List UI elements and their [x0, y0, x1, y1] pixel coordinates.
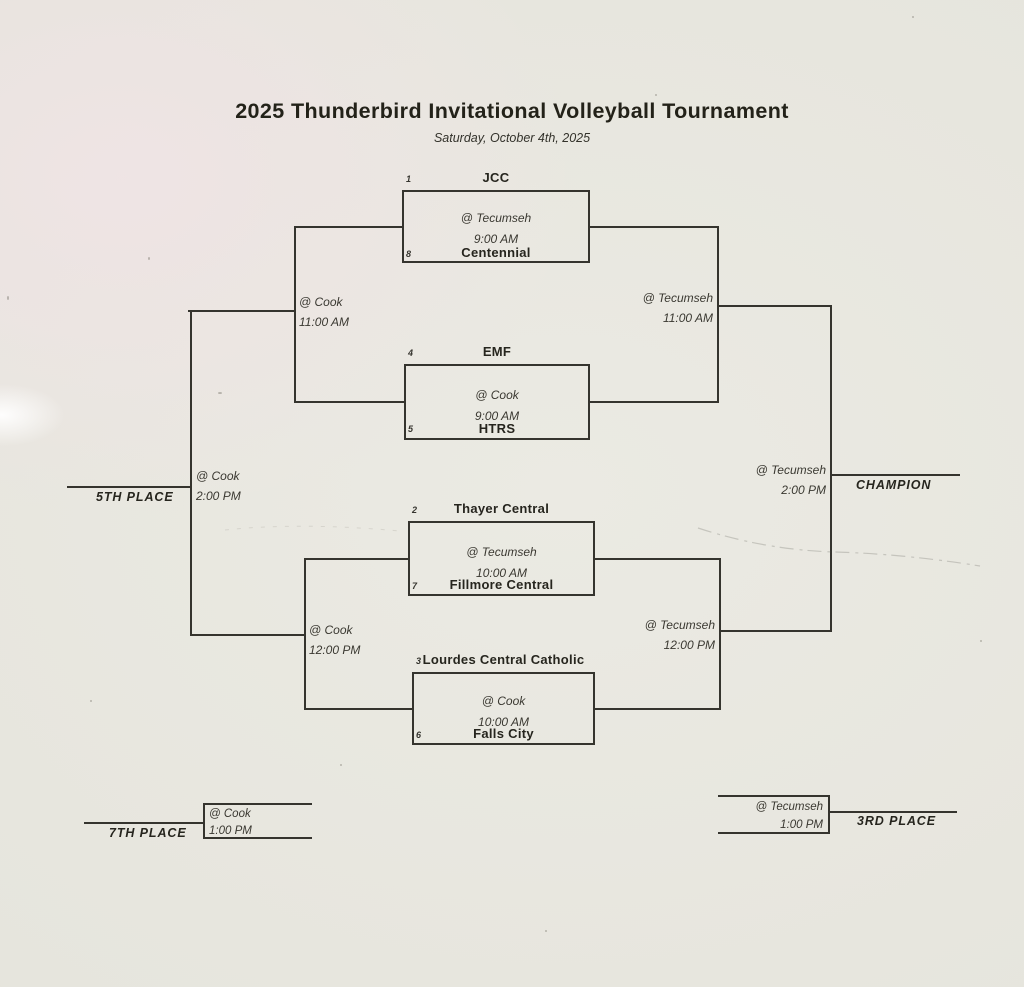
qf2-seed-bottom: 5: [408, 424, 414, 434]
connector-cons2-to-fifth: [190, 634, 304, 636]
connector-sf2-to-final: [719, 630, 830, 632]
champion-label: CHAMPION: [856, 478, 932, 492]
sf1-venue: @ Tecumseh: [642, 291, 713, 305]
connector-sf1-to-final: [717, 305, 830, 307]
qf1-time: 9:00 AM: [473, 232, 519, 246]
fifth-venue-block: @ Cook 2:00 PM: [196, 467, 241, 506]
third-time: 1:00 PM: [780, 819, 823, 831]
qf2-team-top: EMF: [482, 344, 512, 359]
qf2-seed-top: 4: [408, 348, 414, 358]
seventh-venue: @ Cook: [209, 808, 251, 820]
sf2-time: 12:00 PM: [663, 638, 715, 652]
third-feed-bottom: [718, 832, 828, 834]
seventh-feed-bottom: [203, 837, 312, 839]
connector-qf4-to-sf2: [595, 708, 719, 710]
dust-speck: [233, 478, 236, 480]
qf4-team-bottom: Falls City: [473, 726, 534, 741]
connector-qf3-to-cons2: [304, 558, 408, 560]
cons2-time: 12:00 PM: [309, 643, 361, 657]
champion-line: [830, 474, 960, 476]
cons1-venue-block: @ Cook 11:00 AM: [299, 292, 349, 332]
seventh-place-label: 7TH PLACE: [109, 826, 187, 840]
qf2-time: 9:00 AM: [474, 409, 520, 423]
qf2-team-bottom: HTRS: [478, 421, 516, 436]
qf1-venue: @ Tecumseh: [460, 211, 532, 225]
seventh-place-line: [84, 822, 203, 824]
qf3-match-box: [408, 521, 595, 596]
cons1-time: 11:00 AM: [299, 315, 350, 329]
connector-qf1-to-sf1: [590, 226, 717, 228]
connector-qf4-to-cons2: [304, 708, 412, 710]
final-venue: @ Tecumseh: [755, 463, 826, 477]
connector-qf2-to-sf1: [590, 401, 717, 403]
fifth-place-label: 5TH PLACE: [96, 490, 174, 504]
fifth-bracket-vertical: [190, 310, 192, 636]
qf3-time: 10:00 AM: [476, 566, 527, 580]
qf1-team-top: JCC: [482, 170, 510, 185]
sf1-time: 11:00 AM: [662, 311, 713, 325]
qf3-team-top: Thayer Central: [453, 501, 550, 516]
dust-speck: [148, 257, 150, 260]
connector-qf2-to-cons1: [294, 401, 404, 403]
dust-speck: [340, 764, 342, 766]
cons1-venue: @ Cook: [299, 295, 343, 309]
cons1-bracket-vertical: [294, 226, 296, 403]
connector-qf3-to-sf2: [595, 558, 719, 560]
cons2-venue-block: @ Cook 12:00 PM: [309, 620, 360, 660]
qf3-venue: @ Tecumseh: [466, 545, 537, 559]
dust-speck: [912, 16, 914, 18]
sf2-bracket-vertical: [719, 558, 721, 710]
seventh-feed-top: [203, 803, 312, 805]
qf3-seed-top: 2: [412, 505, 418, 515]
dust-speck: [7, 296, 9, 300]
qf1-team-bottom: Centennial: [461, 245, 531, 260]
third-place-label: 3RD PLACE: [857, 814, 936, 828]
qf1-seed-bottom: 8: [406, 249, 412, 259]
final-bracket-vertical: [830, 305, 832, 632]
qf3-seed-bottom: 7: [412, 581, 418, 591]
sf1-bracket-vertical: [717, 226, 719, 403]
sf2-venue: @ Tecumseh: [644, 618, 715, 632]
sf2-venue-block: @ Tecumseh 12:00 PM: [580, 615, 715, 655]
dust-speck: [980, 640, 982, 642]
qf4-venue: @ Cook: [481, 694, 526, 708]
final-venue-block: @ Tecumseh 2:00 PM: [690, 460, 826, 500]
cons2-bracket-vertical: [304, 558, 306, 710]
fifth-place-line: [67, 486, 190, 488]
qf4-team-top: Lourdes Central Catholic: [422, 652, 585, 667]
seventh-time: 1:00 PM: [209, 825, 252, 837]
qf1-seed-top: 1: [406, 174, 412, 184]
qf4-seed-top: 3: [416, 656, 422, 666]
qf4-time: 10:00 AM: [478, 715, 529, 729]
sf1-venue-block: @ Tecumseh 11:00 AM: [580, 288, 713, 328]
cons2-venue: @ Cook: [309, 623, 353, 637]
qf1-match-box: [402, 190, 590, 263]
qf2-venue: @ Cook: [475, 388, 519, 402]
fifth-time: 2:00 PM: [196, 488, 241, 503]
dust-speck: [90, 700, 92, 702]
seventh-bracket-vertical: [203, 803, 205, 839]
qf2-match-box: [404, 364, 590, 440]
connector-qf1-to-cons1: [294, 226, 402, 228]
dust-speck: [218, 392, 222, 394]
qf4-seed-bottom: 6: [416, 730, 422, 740]
final-time: 2:00 PM: [781, 483, 826, 497]
third-feed-top: [718, 795, 828, 797]
seventh-venue-block: @ Cook 1:00 PM: [209, 806, 252, 840]
third-venue-block: @ Tecumseh 1:00 PM: [690, 798, 823, 834]
dust-speck: [655, 94, 657, 96]
fifth-venue: @ Cook: [196, 469, 240, 483]
qf4-match-box: [412, 672, 595, 745]
third-venue: @ Tecumseh: [755, 801, 823, 813]
connector-cons1-to-fifth: [188, 310, 294, 312]
dust-speck: [545, 930, 547, 932]
page-title: 2025 Thunderbird Invitational Volleyball…: [235, 99, 789, 123]
page-subtitle: Saturday, October 4th, 2025: [433, 131, 591, 145]
third-bracket-vertical: [828, 795, 830, 834]
third-place-line: [828, 811, 957, 813]
qf3-team-bottom: Fillmore Central: [449, 577, 554, 592]
